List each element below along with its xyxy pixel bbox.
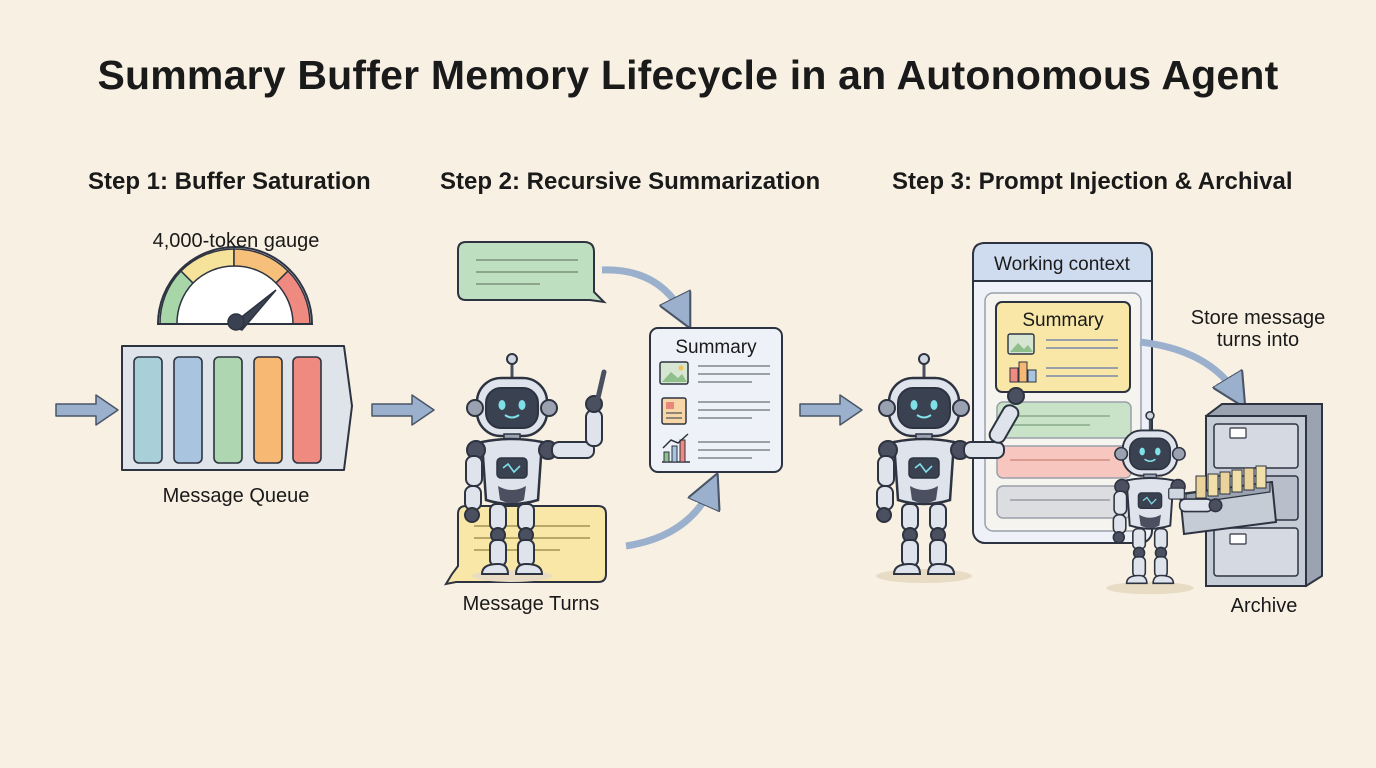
document-icon [661,397,687,425]
step-2-heading: Step 2: Recursive Summarization [440,168,821,195]
context-message-green [996,401,1132,439]
summary-document [649,327,783,473]
chart-icon [662,433,690,463]
store-label-line2: turns into [1216,329,1300,351]
message-turns-label: Message Turns [462,593,600,615]
context-blocks-icon [1009,361,1037,383]
step-3-heading: Step 3: Prompt Injection & Archival [892,168,1293,195]
working-context-title: Working context [994,254,1131,275]
step-1-heading: Step 1: Buffer Saturation [88,168,371,195]
working-context-panel [972,242,1153,544]
message-queue [121,345,353,471]
archive-cabinet-icon [1178,403,1323,588]
summary-doc-title: Summary [675,337,757,358]
queue-slot-5 [292,356,322,464]
summarizer-robot [463,352,607,582]
queue-slot-4 [253,356,283,464]
context-summary-title: Summary [1022,310,1104,331]
archivist-robot [1106,410,1223,595]
context-message-grey [996,485,1132,519]
queue-slot-2 [173,356,203,464]
step1-inflow-arrow [55,394,119,426]
queue-slot-1 [133,356,163,464]
queue-slot-3 [213,356,243,464]
store-label-line1: Store message [1190,307,1326,329]
context-to-archive-arrow [1139,338,1238,396]
gauge-label: 4,000-token gauge [152,230,320,252]
context-message-red [996,445,1132,479]
queue-label: Message Queue [162,485,310,507]
bubble-to-summary-arrow [601,266,684,316]
archive-label: Archive [1230,595,1298,617]
injector-robot [875,352,1025,583]
token-gauge-icon [156,246,314,331]
green-speech-bubble [457,241,607,304]
turns-to-summary-arrow [625,486,712,550]
store-label: Store message turns into [1168,307,1348,351]
step1-to-step2-arrow [371,394,435,426]
diagram-title: Summary Buffer Memory Lifecycle in an Au… [97,52,1279,98]
step2-to-step3-arrow [799,394,863,426]
